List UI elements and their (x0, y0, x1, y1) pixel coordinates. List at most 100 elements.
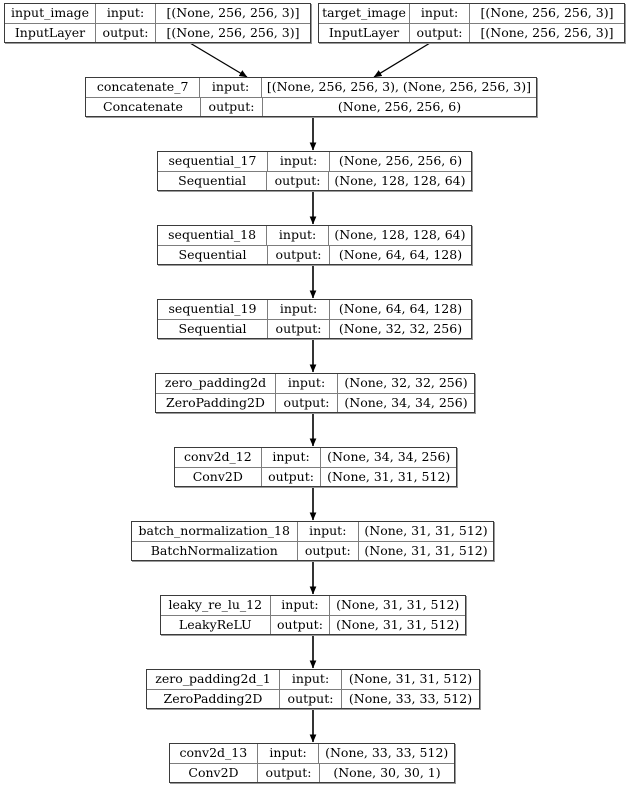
node-name: conv2d_12 (175, 448, 262, 467)
node-input-label: input: (276, 374, 338, 393)
node-input-label: input: (267, 226, 329, 245)
node-input-shape: (None, 31, 31, 512) (348, 671, 473, 686)
node-output-shape: (None, 256, 256, 6) (337, 98, 462, 114)
node-output-label: output: (276, 393, 338, 412)
node-input-label: input: (200, 78, 262, 97)
node-row-input: input_image input: [(None, 256, 256, 3)] (5, 4, 310, 24)
node-sequential-17[interactable]: sequential_17 input: (None, 256, 256, 6)… (157, 151, 472, 191)
node-row-output: ZeroPadding2D output: (None, 34, 34, 256… (156, 393, 474, 412)
node-row-input: concatenate_7 input: [(None, 256, 256, 3… (86, 78, 536, 98)
node-input-shape: [(None, 256, 256, 3)] (480, 5, 614, 20)
node-row-output: Conv2D output: (None, 30, 30, 1) (170, 763, 454, 782)
node-type: InputLayer (319, 23, 410, 42)
node-input-image[interactable]: input_image input: [(None, 256, 256, 3)]… (4, 3, 311, 43)
node-zero-padding2d[interactable]: zero_padding2d input: (None, 32, 32, 256… (155, 373, 475, 413)
node-input-label: input: (271, 596, 331, 615)
node-input-label: input: (268, 300, 330, 319)
node-output-shape: (None, 31, 31, 512) (364, 542, 488, 558)
node-row-input: target_image input: [(None, 256, 256, 3)… (319, 4, 624, 24)
node-name: target_image (319, 4, 410, 23)
node-output-shape: (None, 33, 33, 512) (348, 690, 473, 706)
node-target-image[interactable]: target_image input: [(None, 256, 256, 3)… (318, 3, 625, 43)
node-row-output: Conv2D output: (None, 31, 31, 512) (175, 467, 456, 486)
node-type: Conv2D (170, 763, 258, 782)
node-name: concatenate_7 (86, 78, 201, 97)
node-input-label: input: (268, 152, 330, 171)
node-row-input: leaky_re_lu_12 input: (None, 31, 31, 512… (161, 596, 465, 616)
node-name: input_image (5, 4, 96, 23)
node-row-output: Sequential output: (None, 32, 32, 256) (158, 319, 471, 338)
node-type: Concatenate (86, 97, 201, 116)
node-input-label: input: (262, 448, 322, 467)
node-output-shape: (None, 34, 34, 256) (344, 394, 468, 410)
node-row-input: sequential_17 input: (None, 256, 256, 6) (158, 152, 471, 172)
node-type: Sequential (158, 245, 268, 264)
node-row-output: Sequential output: (None, 64, 64, 128) (158, 245, 471, 264)
node-input-shape: (None, 34, 34, 256) (327, 449, 451, 464)
node-output-shape: [(None, 256, 256, 3)] (480, 24, 614, 40)
node-name: sequential_19 (158, 300, 268, 319)
node-type: LeakyReLU (161, 615, 271, 634)
node-batch-normalization-18[interactable]: batch_normalization_18 input: (None, 31,… (131, 521, 494, 561)
edge-target-image-to-concatenate (373, 42, 431, 78)
node-row-input: sequential_18 input: (None, 128, 128, 64… (158, 226, 471, 246)
node-output-label: output: (268, 319, 330, 338)
node-output-label: output: (410, 23, 470, 42)
node-name: sequential_17 (158, 152, 268, 171)
node-output-label: output: (298, 541, 360, 560)
node-input-shape: (None, 31, 31, 512) (336, 597, 460, 612)
node-output-shape: (None, 128, 128, 64) (334, 172, 466, 188)
node-sequential-19[interactable]: sequential_19 input: (None, 64, 64, 128)… (157, 299, 472, 339)
node-output-shape: (None, 30, 30, 1) (333, 764, 441, 780)
node-output-shape: (None, 31, 31, 512) (336, 616, 460, 632)
node-input-shape: (None, 33, 33, 512) (325, 745, 449, 760)
node-conv2d-13[interactable]: conv2d_13 input: (None, 33, 33, 512) Con… (169, 743, 455, 783)
node-output-label: output: (267, 171, 329, 190)
node-output-shape: (None, 64, 64, 128) (338, 246, 463, 262)
node-output-label: output: (268, 245, 330, 264)
node-name: batch_normalization_18 (132, 522, 298, 541)
node-output-label: output: (201, 97, 263, 116)
node-type: ZeroPadding2D (156, 393, 276, 412)
node-output-label: output: (258, 763, 320, 782)
node-name: sequential_18 (158, 226, 268, 245)
node-type: Conv2D (175, 467, 262, 486)
node-input-shape: (None, 256, 256, 6) (338, 153, 463, 168)
node-row-output: Sequential output: (None, 128, 128, 64) (158, 171, 471, 190)
node-input-label: input: (258, 744, 320, 763)
node-row-output: ZeroPadding2D output: (None, 33, 33, 512… (147, 689, 479, 708)
node-name: zero_padding2d_1 (147, 670, 280, 689)
node-zero-padding2d-1[interactable]: zero_padding2d_1 input: (None, 31, 31, 5… (146, 669, 480, 709)
node-type: ZeroPadding2D (147, 689, 280, 708)
node-output-label: output: (280, 689, 342, 708)
node-input-shape: (None, 128, 128, 64) (334, 227, 466, 242)
node-row-output: InputLayer output: [(None, 256, 256, 3)] (5, 23, 310, 42)
node-conv2d-12[interactable]: conv2d_12 input: (None, 34, 34, 256) Con… (174, 447, 457, 487)
node-name: zero_padding2d (156, 374, 276, 393)
node-input-label: input: (410, 4, 470, 23)
node-sequential-18[interactable]: sequential_18 input: (None, 128, 128, 64… (157, 225, 472, 265)
node-input-shape: (None, 64, 64, 128) (338, 301, 463, 316)
node-output-label: output: (96, 23, 156, 42)
node-row-input: batch_normalization_18 input: (None, 31,… (132, 522, 493, 542)
node-row-input: zero_padding2d_1 input: (None, 31, 31, 5… (147, 670, 479, 690)
node-input-label: input: (298, 522, 360, 541)
node-output-shape: (None, 32, 32, 256) (338, 320, 463, 336)
node-output-shape: [(None, 256, 256, 3)] (166, 24, 300, 40)
node-type: InputLayer (5, 23, 96, 42)
node-output-label: output: (262, 467, 322, 486)
node-leaky-re-lu-12[interactable]: leaky_re_lu_12 input: (None, 31, 31, 512… (160, 595, 466, 635)
node-output-shape: (None, 31, 31, 512) (327, 468, 451, 484)
node-row-input: conv2d_12 input: (None, 34, 34, 256) (175, 448, 456, 468)
node-input-label: input: (96, 4, 156, 23)
node-concatenate-7[interactable]: concatenate_7 input: [(None, 256, 256, 3… (85, 77, 537, 117)
edge-input-image-to-concatenate (189, 42, 248, 78)
node-row-input: conv2d_13 input: (None, 33, 33, 512) (170, 744, 454, 764)
node-input-shape: (None, 32, 32, 256) (344, 375, 468, 390)
node-row-output: BatchNormalization output: (None, 31, 31… (132, 541, 493, 560)
node-row-output: LeakyReLU output: (None, 31, 31, 512) (161, 615, 465, 634)
node-row-output: Concatenate output: (None, 256, 256, 6) (86, 97, 536, 116)
node-row-output: InputLayer output: [(None, 256, 256, 3)] (319, 23, 624, 42)
node-type: Sequential (158, 171, 268, 190)
